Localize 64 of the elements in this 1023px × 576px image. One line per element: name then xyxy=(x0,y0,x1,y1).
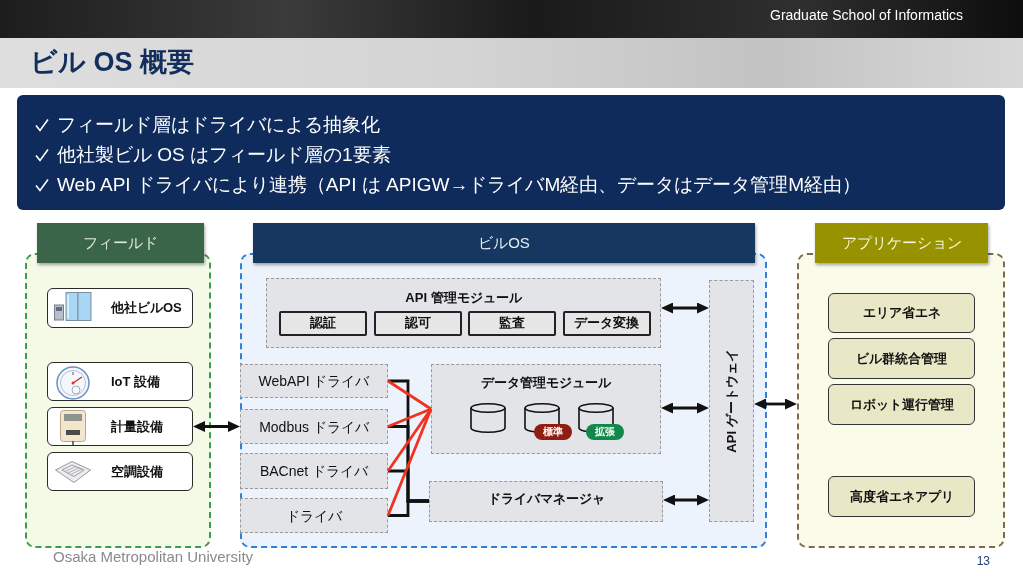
function-block xyxy=(562,310,651,336)
bullet-text: Web API ドライバにより連携（API は APIGW→ドライバM経由、データはデータ管理M経由） xyxy=(57,173,862,197)
driver-label: ドライバ xyxy=(286,507,342,524)
driver-label: WebAPI ドライバ xyxy=(258,372,370,390)
manager-label: ドライバマネージャ xyxy=(487,491,605,507)
connector-line xyxy=(388,499,429,517)
driver-block xyxy=(240,364,388,398)
device-label: 計量設備 xyxy=(111,418,163,435)
school-name: Graduate School of Informatics xyxy=(770,7,963,24)
section-heading-tab: ビルOS xyxy=(253,223,755,263)
bullet-text: フィールド層はドライバによる抽象化 xyxy=(57,113,380,137)
module-panel xyxy=(431,364,661,454)
function-label: 認証 xyxy=(309,315,336,331)
summary-panel xyxy=(17,95,1005,210)
module-title: データ管理モジュール xyxy=(481,375,611,391)
app-card xyxy=(828,293,975,333)
university-name: Osaka Metropolitan University xyxy=(53,548,254,566)
double-arrow xyxy=(661,302,709,314)
function-label: 監査 xyxy=(498,315,525,331)
module-title: API 管理モジュール xyxy=(405,290,522,306)
app-label: 高度省エネアプリ xyxy=(849,489,954,504)
app-card xyxy=(828,384,975,425)
function-block xyxy=(278,310,367,336)
app-card xyxy=(828,476,975,517)
driver-block xyxy=(240,453,388,489)
app-label: ビル群統合管理 xyxy=(856,351,947,366)
double-arrow xyxy=(663,494,709,506)
connector-line xyxy=(386,408,433,517)
device-label: 空調設備 xyxy=(111,463,163,480)
manager-block xyxy=(429,481,663,522)
tag-label: 拡張 xyxy=(594,425,615,438)
tag-pill xyxy=(585,423,624,440)
module-panel xyxy=(266,278,661,348)
device-card xyxy=(47,407,193,446)
double-arrow xyxy=(754,398,797,410)
function-label: データ変換 xyxy=(574,315,639,331)
app-label: エリア省エネ xyxy=(862,305,941,321)
page-number: 13 xyxy=(976,554,990,569)
device-card xyxy=(47,452,193,491)
double-arrow xyxy=(193,421,240,432)
section-heading-tab: フィールド xyxy=(37,223,204,263)
driver-block xyxy=(240,498,388,533)
section-heading-tab: アプリケーション xyxy=(815,223,988,263)
slide-title: ビル OS 概要 xyxy=(30,46,194,79)
device-label: IoT 設備 xyxy=(111,373,161,390)
connector-line xyxy=(387,407,432,428)
driver-block xyxy=(240,409,388,444)
driver-label: BACnet ドライバ xyxy=(259,462,369,480)
device-card xyxy=(47,362,193,401)
bullet-text: 他社製ビル OS はフィールド層の1要素 xyxy=(57,143,391,167)
tag-label: 標準 xyxy=(542,425,563,438)
connector-line xyxy=(387,379,432,411)
tag-pill xyxy=(533,423,572,440)
double-arrow xyxy=(661,402,709,414)
function-block xyxy=(467,310,556,336)
driver-label: Modbus ドライバ xyxy=(259,418,369,435)
device-card xyxy=(47,288,193,328)
function-block xyxy=(373,310,462,336)
app-card xyxy=(828,338,975,379)
app-label: ロボット運行管理 xyxy=(849,397,954,412)
function-label: 認可 xyxy=(404,315,431,331)
gateway-label: API ゲートウェイ xyxy=(723,349,740,453)
gateway-block xyxy=(709,280,754,522)
device-label: 他社ビルOS xyxy=(111,300,182,316)
